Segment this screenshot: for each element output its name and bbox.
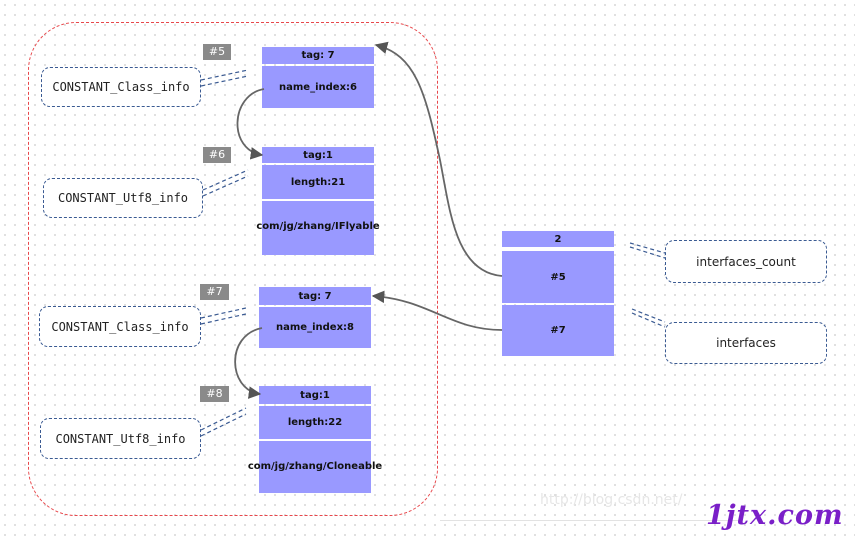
entry-6-length: length:21 — [262, 165, 374, 199]
callout-constant-class-info-2: CONSTANT_Class_info — [39, 306, 201, 347]
leader-interfaces — [631, 308, 666, 323]
entry-8-length: length:22 — [259, 406, 371, 439]
watermark-faint: http://blog.csdn.net/ — [540, 492, 683, 508]
leader-interfaces-count — [629, 242, 666, 254]
entry-7-name-index: name_index:8 — [259, 307, 371, 348]
callout-constant-utf8-info-1: CONSTANT_Utf8_info — [43, 178, 203, 218]
interfaces-item-1: #5 — [502, 251, 614, 303]
watermark-logo: 1jtx.com — [706, 500, 844, 531]
entry-8-bytes: com/jg/zhang/Cloneable — [248, 441, 382, 493]
entry-5-tag: tag: 7 — [262, 47, 374, 64]
index-badge-5: #5 — [203, 44, 231, 60]
index-badge-8: #8 — [200, 386, 229, 402]
leader-interfaces-b — [631, 312, 666, 328]
entry-5-name-index: name_index:6 — [262, 66, 374, 108]
index-badge-6: #6 — [203, 147, 231, 163]
callout-constant-class-info-1: CONSTANT_Class_info — [41, 67, 201, 107]
interfaces-item-2: #7 — [502, 305, 614, 356]
callout-constant-utf8-info-2: CONSTANT_Utf8_info — [40, 418, 201, 459]
entry-8-tag: tag:1 — [259, 386, 371, 404]
leader-interfaces-count-b — [629, 246, 666, 259]
footer-line — [440, 520, 740, 521]
interfaces-count-cell: 2 — [502, 231, 614, 247]
entry-6-bytes: com/jg/zhang/IFlyable — [256, 201, 380, 255]
entry-7-tag: tag: 7 — [259, 287, 371, 305]
callout-interfaces-count: interfaces_count — [665, 240, 827, 283]
entry-6-tag: tag:1 — [262, 147, 374, 163]
index-badge-7: #7 — [200, 284, 229, 300]
callout-interfaces: interfaces — [665, 322, 827, 364]
